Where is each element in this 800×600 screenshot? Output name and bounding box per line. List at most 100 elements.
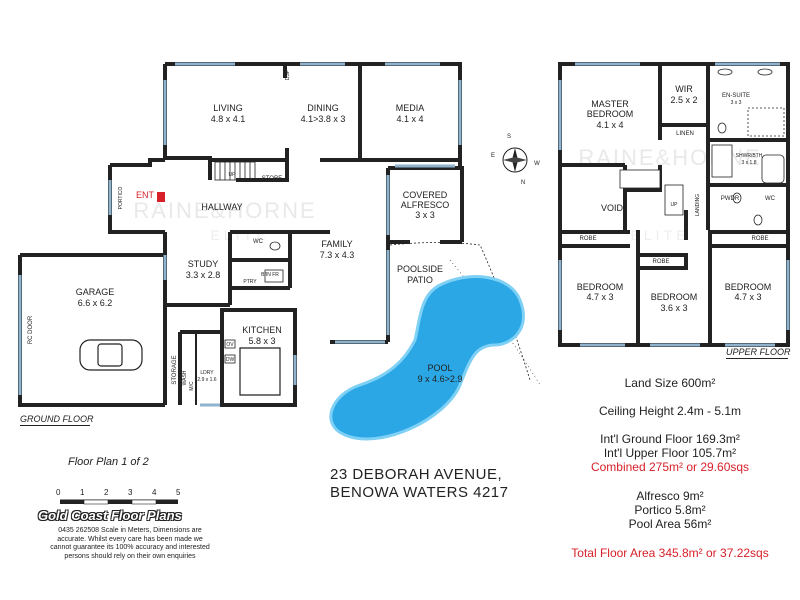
patio-outline: [389, 242, 531, 381]
disclaimer: 0435 262508 Scale in Meters, Dimensions …: [30, 527, 230, 561]
room-master-name-1: MASTER: [591, 99, 629, 109]
fixture-ptry: PTRY: [243, 279, 257, 285]
fixture-binfr: B/IN FR: [261, 272, 279, 278]
room-media-name: MEDIA: [396, 103, 425, 113]
ground-floor-labels: LIVING 4.8 x 4.1 DINING 4.1>3.8 x 3 MEDI…: [28, 69, 462, 390]
compass-icon: S N W E: [491, 134, 540, 186]
room-shwr-size: 3 x 1.8: [741, 160, 756, 166]
room-landing-name: LANDING: [695, 194, 701, 216]
entry-marker: [157, 192, 165, 202]
disclaimer-line-1: 0435 262508 Scale in Meters, Dimensions …: [58, 527, 202, 534]
room-living-size: 4.8 x 4.1: [211, 114, 246, 124]
room-robe-1-name: ROBE: [579, 236, 596, 242]
room-store-name: STORE: [262, 176, 283, 182]
room-poolside-name-1: POOLSIDE: [397, 264, 443, 274]
room-family-name: FAMILY: [321, 239, 352, 249]
fixture-dsp-2: DSP: [285, 150, 291, 161]
room-bed2-name: BEDROOM: [651, 292, 698, 302]
fixtures: [224, 241, 284, 364]
room-garage-size: 6.6 x 6.2: [78, 298, 113, 308]
room-wir-name: WIR: [675, 84, 693, 94]
stat-pool-area: Pool Area 56m²: [628, 517, 712, 531]
room-poolside-name-2: PATIO: [407, 275, 433, 285]
room-dining-name: DINING: [307, 103, 339, 113]
upper-floor-labels: MASTER BEDROOM 4.1 x 4 WIR 2.5 x 2 EN-SU…: [577, 84, 776, 313]
scale-tick-1: 1: [80, 488, 85, 497]
ground-floor-title: GROUND FLOOR: [20, 414, 94, 426]
room-shwr-name: SHWR/BTH: [736, 153, 763, 159]
room-wc-name: WC: [253, 239, 264, 245]
room-study-size: 3.3 x 2.8: [186, 270, 221, 280]
room-robe-3-name: ROBE: [751, 236, 768, 242]
upper-floor-title: UPPER FLOOR: [726, 347, 791, 359]
stat-upper-floor: Int'l Upper Floor 105.7m²: [603, 446, 737, 460]
room-bed2-size: 3.6 x 3: [660, 303, 687, 313]
room-kitchen-name: KITCHEN: [242, 325, 282, 335]
scale-tick-4: 4: [152, 488, 157, 497]
patio-curve: [449, 259, 541, 386]
watermark-ground: RAINE&HORNE: [133, 198, 316, 223]
room-robe-2-name: ROBE: [652, 259, 669, 265]
compass-w: W: [534, 161, 540, 167]
room-garage-name: GARAGE: [76, 287, 115, 297]
upper-floor-walls: [558, 62, 790, 347]
fixture-up-ground: UP: [229, 172, 237, 178]
room-ent-name: ENT: [136, 190, 155, 200]
car-icon: [79, 339, 143, 371]
room-living-name: LIVING: [213, 103, 243, 113]
room-family-size: 7.3 x 4.3: [320, 250, 355, 260]
room-ensuite-name: EN-SUITE: [722, 93, 750, 99]
room-pool-size: 9 x 4.6>2.9: [418, 374, 463, 384]
room-kitchen-size: 5.8 x 3: [248, 336, 275, 346]
scale-tick-5: 5: [176, 488, 181, 497]
disclaimer-line-3: cannot guarantee its 100% accuracy and i…: [50, 544, 210, 551]
room-alfresco-size: 3 x 3: [415, 210, 435, 220]
watermark-upper-sub: ELITE: [631, 227, 690, 243]
scale-bar: [60, 499, 178, 505]
fixture-wash: WASH: [182, 370, 188, 385]
stat-total: Total Floor Area 345.8m² or 37.22sqs: [571, 546, 769, 560]
compass-n: N: [521, 180, 525, 186]
fixture-ov: OV: [226, 342, 234, 348]
room-pool-name: POOL: [427, 363, 452, 373]
room-media-size: 4.1 x 4: [396, 114, 423, 124]
stat-ground-floor: Int'l Ground Floor 169.3m²: [600, 432, 740, 446]
room-dining-size: 4.1>3.8 x 3: [301, 114, 346, 124]
stat-alfresco: Alfresco 9m²: [636, 489, 704, 503]
stat-portico: Portico 5.8m²: [634, 503, 706, 517]
room-hallway-name: HALLWAY: [201, 202, 242, 212]
room-alfresco-name-2: ALFRESCO: [401, 200, 450, 210]
plan-label: Floor Plan 1 of 2: [68, 456, 149, 468]
disclaimer-line-2: accurate. Whilst every care has been mad…: [57, 535, 203, 543]
compass-s: S: [507, 134, 511, 140]
fixture-mc: M/C: [189, 381, 195, 391]
room-bed3-size: 4.7 x 3: [734, 292, 761, 302]
address-line-1: 23 DEBORAH AVENUE,: [330, 466, 503, 483]
stat-combined: Combined 275m² or 29.60sqs: [590, 460, 750, 474]
room-ensuite-size: 3 x 3: [731, 100, 742, 106]
room-wir-size: 2.5 x 2: [670, 95, 697, 105]
brand-logo: Gold Coast Floor Plans: [38, 508, 182, 523]
scale-tick-0: 0: [56, 488, 61, 497]
room-portico-name: PORTICO: [118, 187, 124, 210]
room-alfresco-name-1: COVERED: [403, 190, 448, 200]
room-void-name: VOID: [601, 203, 624, 213]
room-wc-upper-name: WC: [765, 196, 776, 202]
windows: [18, 62, 462, 407]
fixture-up-upper: UP: [671, 202, 679, 208]
room-bed1-size: 4.7 x 3: [586, 292, 613, 302]
compass-e: E: [491, 153, 495, 159]
room-storage-name: STORAGE: [172, 355, 178, 384]
room-study-name: STUDY: [188, 259, 219, 269]
disclaimer-line-4: persons should rely on their own enquiri…: [64, 552, 196, 560]
scale-tick-2: 2: [104, 488, 109, 497]
room-linen-name: LINEN: [676, 131, 694, 137]
room-ldry-name: LDRY: [200, 370, 214, 376]
upper-fixtures: [619, 68, 785, 226]
pool-shape: [329, 275, 525, 441]
scale-tick-3: 3: [128, 488, 133, 497]
room-rcdoor-name: RC DOOR: [28, 315, 34, 344]
address-line-2: BENOWA WATERS 4217: [330, 484, 509, 501]
room-bed1-name: BEDROOM: [577, 282, 624, 292]
